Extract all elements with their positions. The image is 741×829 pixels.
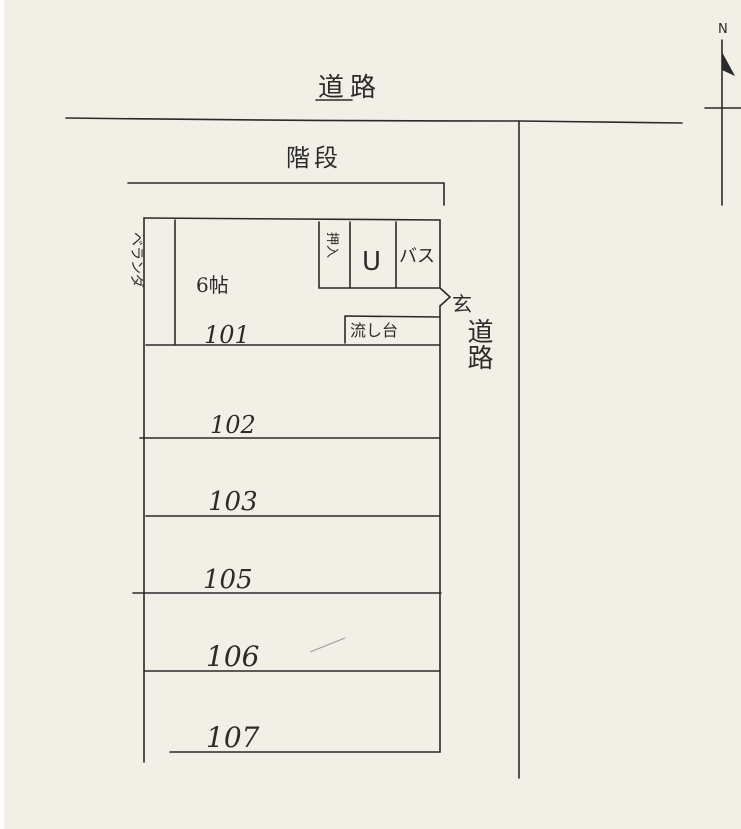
toilet-label: U (362, 247, 381, 277)
room-number-107: 107 (206, 721, 260, 754)
room-number-105: 105 (203, 565, 253, 595)
sink-label: 流し台 (350, 321, 398, 340)
road-right-label: 道路 (463, 318, 493, 370)
north-arrow-icon (722, 52, 735, 76)
building-top-line (143, 217, 441, 221)
bath-label: バス (399, 246, 435, 267)
entrance-arrow (439, 287, 452, 307)
room-number-101: 101 (204, 321, 250, 349)
sink-box (344, 315, 441, 344)
road-top-line (65, 117, 683, 124)
entrance-label: 玄 (452, 292, 472, 316)
closet-label: 押入 (324, 232, 339, 258)
stairs-label: 階段 (286, 144, 342, 172)
room-size-label: 6帖 (196, 273, 229, 297)
stairs-top-line (127, 182, 445, 206)
road-top-label: 道路 (318, 73, 382, 103)
utility-block (318, 221, 441, 289)
stray-mark (309, 637, 346, 653)
room-number-102: 102 (210, 411, 256, 439)
room-number-106: 106 (206, 640, 259, 673)
veranda-label: ベランダ (128, 232, 144, 288)
room-number-103: 103 (208, 487, 258, 517)
north-label: N (718, 22, 728, 37)
